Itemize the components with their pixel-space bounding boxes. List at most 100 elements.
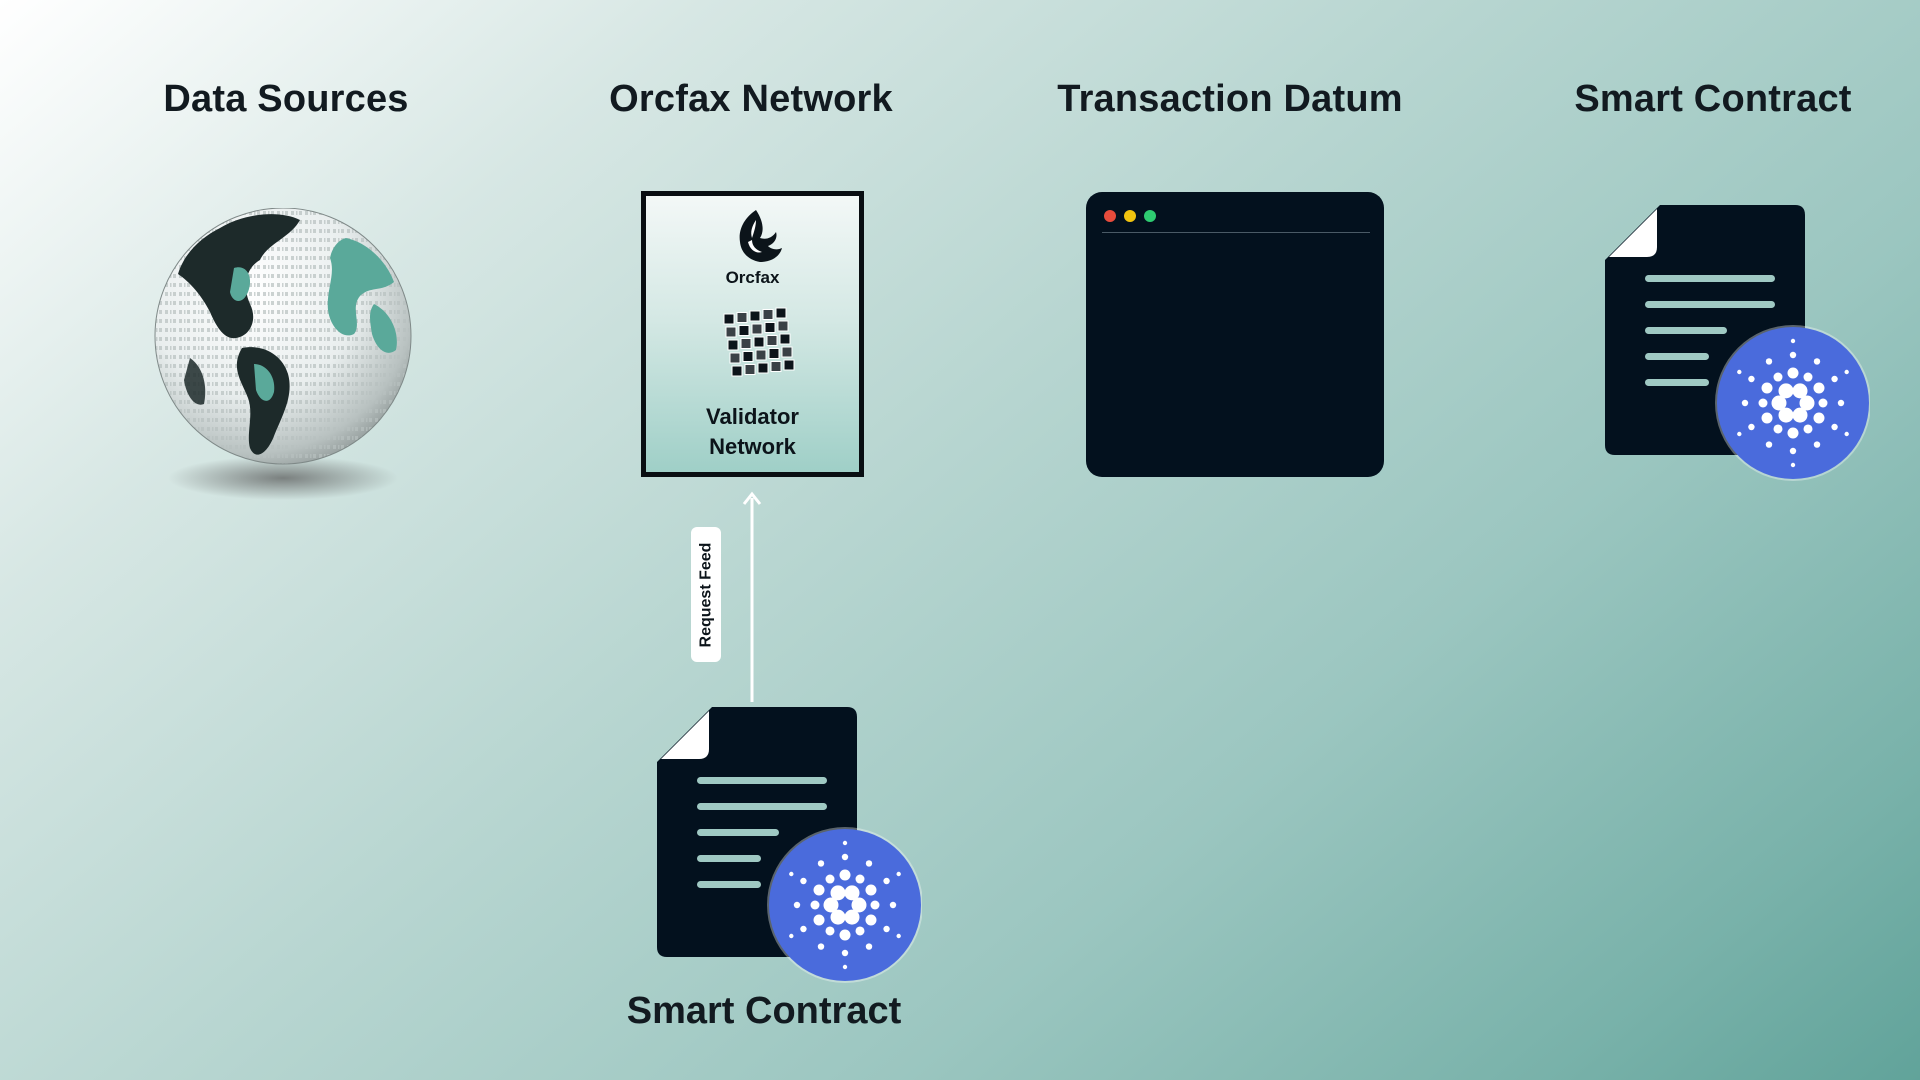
cube-cell <box>736 312 748 323</box>
cardano-dot <box>793 901 801 909</box>
cardano-icon <box>1715 325 1871 481</box>
cardano-dot <box>1790 338 1796 344</box>
cardano-dot <box>1792 383 1808 399</box>
cardano-dot <box>1831 375 1838 383</box>
cardano-dot <box>830 885 846 901</box>
cardano-dot <box>870 900 880 910</box>
orcfax-network-box: Orcfax Validator Network <box>641 191 864 477</box>
window-close-dot <box>1104 210 1116 222</box>
cardano-dot <box>1818 398 1828 408</box>
validator-label-line1: Validator <box>706 404 799 429</box>
cardano-dot <box>1813 412 1825 424</box>
cardano-dot <box>825 926 835 936</box>
cardano-dot <box>1803 372 1813 382</box>
cardano-dot <box>841 853 849 861</box>
cube-cell <box>779 333 791 345</box>
cube-cell <box>738 325 750 336</box>
cardano-dot <box>1844 431 1849 437</box>
cardano-dot <box>1737 431 1742 437</box>
heading-orcfax-network: Orcfax Network <box>609 78 893 120</box>
cube-cell <box>731 365 743 377</box>
validator-network-label: Validator Network <box>646 402 859 462</box>
cardano-dot <box>883 877 890 885</box>
cardano-dot <box>1771 395 1787 411</box>
cardano-dot <box>865 943 873 950</box>
cube-cell <box>729 352 741 364</box>
cardano-dot <box>1787 367 1799 379</box>
cardano-dot <box>865 884 877 896</box>
cardano-dot <box>817 860 825 867</box>
cardano-dot <box>1773 424 1783 434</box>
cardano-dot <box>865 860 873 867</box>
validator-label-line2: Network <box>709 434 796 459</box>
cardano-dot <box>1813 358 1821 365</box>
cardano-dot <box>800 925 807 933</box>
cardano-dot <box>1790 462 1796 468</box>
cube-cell <box>723 313 735 325</box>
heading-transaction-datum: Transaction Datum <box>1057 78 1403 120</box>
cardano-dot <box>823 897 839 913</box>
request-feed-label: Request Feed <box>691 527 721 662</box>
window-minimize-dot <box>1124 210 1136 222</box>
cube-cell <box>757 362 769 374</box>
heading-smart-contract: Smart Contract <box>1574 78 1852 120</box>
cardano-dot <box>1813 382 1825 394</box>
cube-cell <box>768 348 780 359</box>
cardano-dot <box>855 926 865 936</box>
cardano-dot <box>1803 424 1813 434</box>
cardano-dot <box>1813 441 1821 448</box>
window-maximize-dot <box>1144 210 1156 222</box>
cardano-dot <box>1765 358 1773 365</box>
cardano-dot <box>842 964 848 970</box>
cardano-dot <box>810 900 820 910</box>
cardano-dot <box>825 874 835 884</box>
arrow-up-icon <box>742 491 762 702</box>
cardano-dot <box>865 914 877 926</box>
cardano-dot <box>817 943 825 950</box>
cube-cell <box>770 361 782 372</box>
cardano-dot <box>1799 395 1815 411</box>
smart-contract-icon-top <box>1605 205 1871 485</box>
cube-cell <box>762 309 774 320</box>
transaction-datum-window <box>1086 192 1384 477</box>
cardano-dot <box>1778 383 1794 399</box>
orca-icon <box>739 210 782 262</box>
cube-cell <box>766 335 778 346</box>
cardano-dot <box>1737 369 1742 375</box>
cardano-dot <box>1778 407 1794 423</box>
cardano-dot <box>830 909 846 925</box>
cardano-dot <box>844 885 860 901</box>
cardano-dot <box>800 877 807 885</box>
cardano-dot <box>1761 412 1773 424</box>
smart-contract-bottom-label: Smart Contract <box>626 990 902 1032</box>
cardano-dot <box>839 869 851 881</box>
cardano-dot <box>841 949 849 957</box>
cardano-dot <box>883 925 890 933</box>
cube-cell <box>742 351 754 362</box>
cardano-dot <box>839 929 851 941</box>
heading-data-sources: Data Sources <box>163 78 409 120</box>
cardano-dot <box>1844 369 1849 375</box>
orcfax-brand-label: Orcfax <box>725 268 780 287</box>
cube-cell <box>777 320 789 332</box>
smart-contract-icon-bottom <box>657 707 923 987</box>
cube-cell <box>764 322 776 333</box>
cardano-dot <box>844 909 860 925</box>
cardano-dot <box>896 933 901 939</box>
cubes-icon <box>723 307 795 377</box>
cardano-dot <box>789 871 794 877</box>
cardano-dot <box>855 874 865 884</box>
cube-cell <box>725 326 737 338</box>
cardano-icon <box>767 827 923 983</box>
cube-cell <box>727 339 739 351</box>
cardano-dot <box>1741 399 1749 407</box>
cardano-dot <box>1758 398 1768 408</box>
cardano-dot <box>1837 399 1845 407</box>
cardano-dot <box>842 840 848 846</box>
cube-cell <box>753 336 765 348</box>
cube-cell <box>740 338 752 349</box>
cube-cell <box>744 364 756 375</box>
cardano-dot <box>851 897 867 913</box>
cardano-dot <box>789 933 794 939</box>
cardano-dot <box>889 901 897 909</box>
